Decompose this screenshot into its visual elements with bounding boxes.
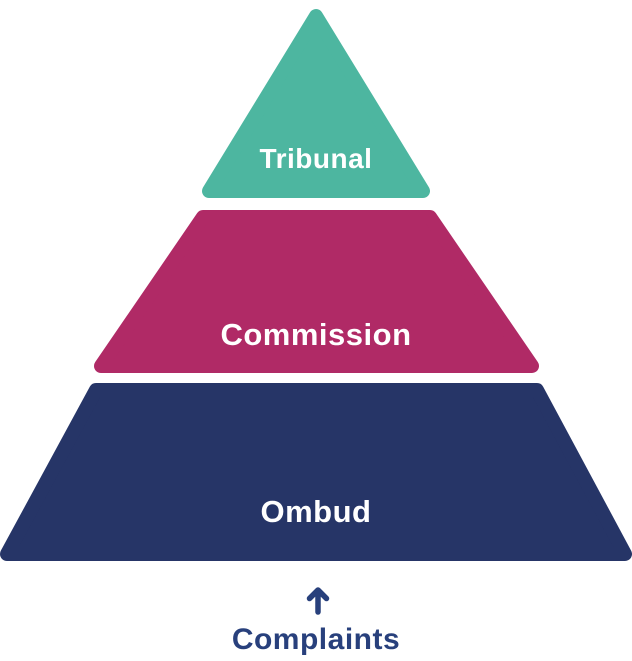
tier-tribunal-shape <box>202 9 430 198</box>
complaints-caption: Complaints <box>232 623 400 656</box>
tier-ombud-shape <box>0 383 632 561</box>
tier-tribunal-label: Tribunal <box>260 143 373 174</box>
up-arrow-icon <box>306 587 330 615</box>
complaints-flow: Complaints <box>232 587 400 656</box>
tier-ombud: Ombud <box>0 383 632 561</box>
tier-commission: Commission <box>94 210 539 373</box>
tier-commission-label: Commission <box>220 317 411 352</box>
tier-commission-shape <box>94 210 539 373</box>
tier-tribunal: Tribunal <box>202 9 430 198</box>
tier-ombud-label: Ombud <box>261 494 372 529</box>
